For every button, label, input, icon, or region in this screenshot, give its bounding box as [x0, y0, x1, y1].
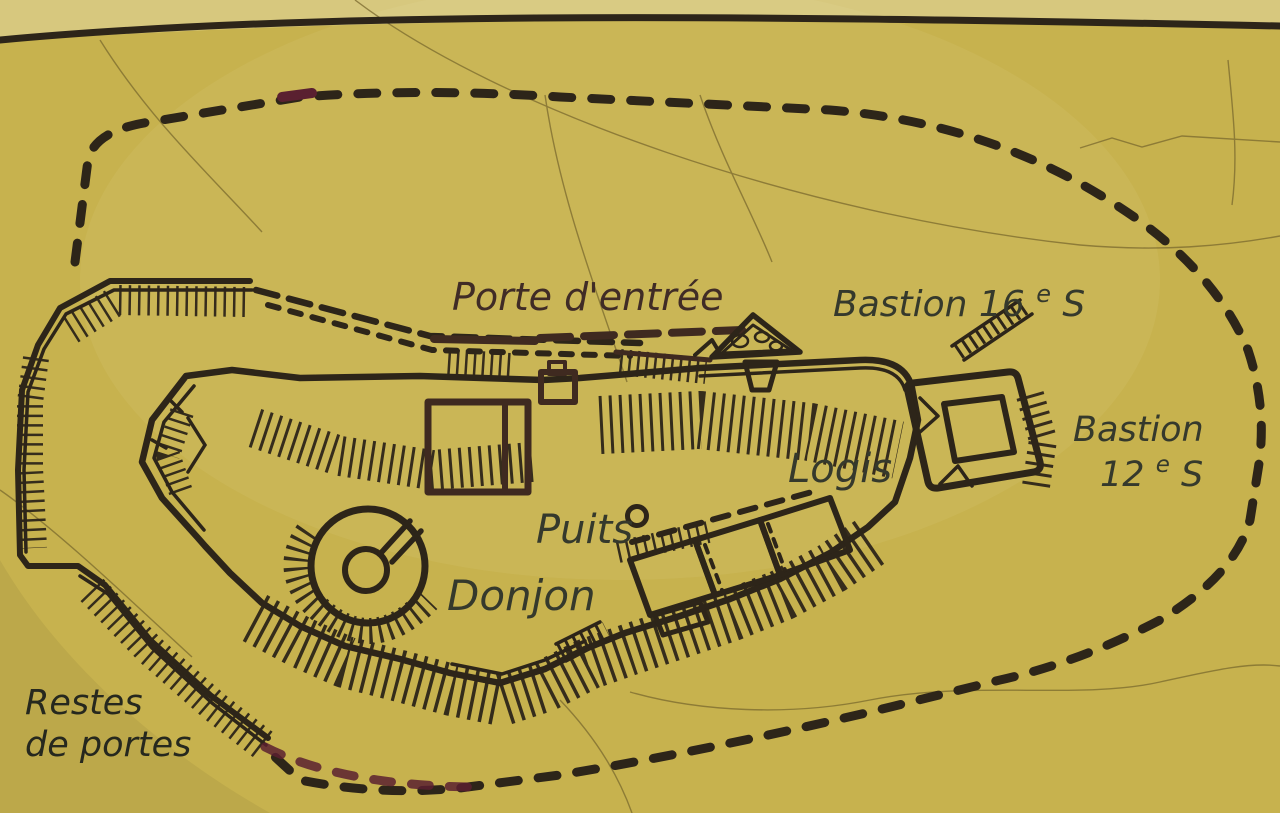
label-bastion-12-suffix: S	[1181, 455, 1203, 495]
gate-rooms	[424, 398, 532, 496]
outer-enceinte-dashed	[70, 88, 1266, 796]
maroon-marks	[260, 88, 475, 792]
label-porte-dentree: Porte d'entrée	[452, 275, 723, 319]
red-dash	[277, 88, 317, 102]
panel-border-line	[0, 14, 1280, 44]
label-logis: Logis	[788, 446, 892, 492]
donjon-tower-symbol	[307, 505, 429, 627]
label-bastion-16-sup: e	[1036, 280, 1051, 308]
label-bastion-12-sup: e	[1156, 452, 1170, 478]
ink-drawing	[0, 14, 1280, 796]
label-bastion-12-num: 12	[1100, 455, 1145, 495]
label-bastion-12-line1: Bastion	[1073, 410, 1204, 450]
forward-entrance-wall	[430, 326, 746, 363]
well-circle-symbol	[625, 504, 649, 528]
panel-top-band	[0, 0, 1280, 42]
logis-rooms	[627, 489, 853, 638]
bottom-maroon-dashes	[260, 742, 475, 792]
label-bastion-16-main: Bastion 16	[833, 284, 1025, 325]
hachure-strips	[17, 285, 1057, 760]
label-restes-line2: de portes	[25, 725, 191, 765]
bastion-16-outline	[693, 312, 803, 393]
label-bastion-12-line2: 12 e S	[1100, 441, 1203, 495]
label-bastion-16: Bastion 16 e S	[833, 270, 1085, 325]
label-restes-line1: Restes	[25, 683, 143, 723]
northeast-stairs	[950, 298, 1034, 362]
enclosure-inner-lines	[150, 366, 907, 676]
plan-labels: Porte d'entrée Bastion 16 e S Bastion 12…	[25, 270, 1204, 765]
light-sheen	[80, 0, 1160, 580]
label-bastion-16-suffix: S	[1062, 284, 1085, 325]
northwest-rampart	[15, 278, 271, 747]
south-stairs	[554, 620, 614, 663]
corner-shadow	[0, 560, 270, 813]
enclosure-wall	[138, 356, 922, 687]
bastion-12-outline	[903, 368, 1044, 492]
label-donjon: Donjon	[447, 571, 596, 620]
label-puits: Puits	[536, 507, 633, 553]
entrance-gate	[538, 360, 578, 405]
